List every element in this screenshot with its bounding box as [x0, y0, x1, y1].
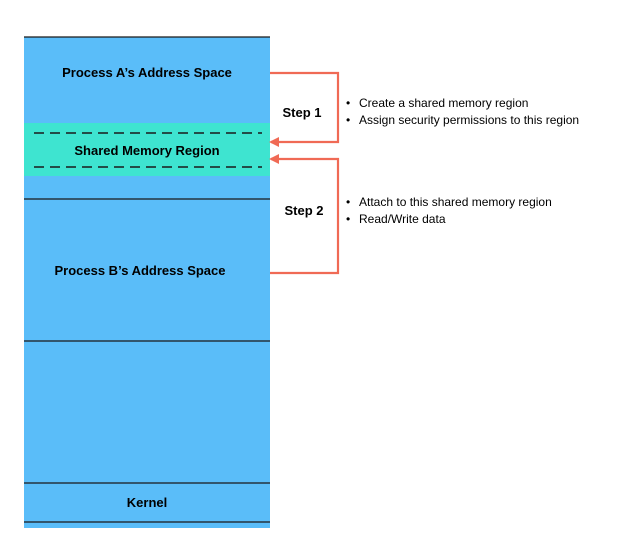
- step-2-bullet-2-glyph: •: [346, 212, 350, 226]
- step-2-label: Step 2: [284, 203, 323, 218]
- step-1-bullet-1: Create a shared memory region: [359, 96, 528, 110]
- shared-region-label: Shared Memory Region: [74, 143, 219, 158]
- step-1-bullet-1-glyph: •: [346, 96, 350, 110]
- address-space-column: [24, 37, 270, 528]
- step-1-label: Step 1: [282, 105, 321, 120]
- step-1-bullet-2-glyph: •: [346, 113, 350, 127]
- step-2-bullet-1: Attach to this shared memory region: [359, 195, 552, 209]
- kernel-label: Kernel: [127, 495, 167, 510]
- process-a-label: Process A’s Address Space: [62, 65, 232, 80]
- step-2-bullet-1-glyph: •: [346, 195, 350, 209]
- step-1-bullet-2: Assign security permissions to this regi…: [359, 113, 579, 127]
- step-1-arrow: [269, 71, 340, 147]
- step-2-bullet-2: Read/Write data: [359, 212, 446, 226]
- step-2-arrow: [269, 154, 340, 275]
- process-b-label: Process B’s Address Space: [54, 263, 225, 278]
